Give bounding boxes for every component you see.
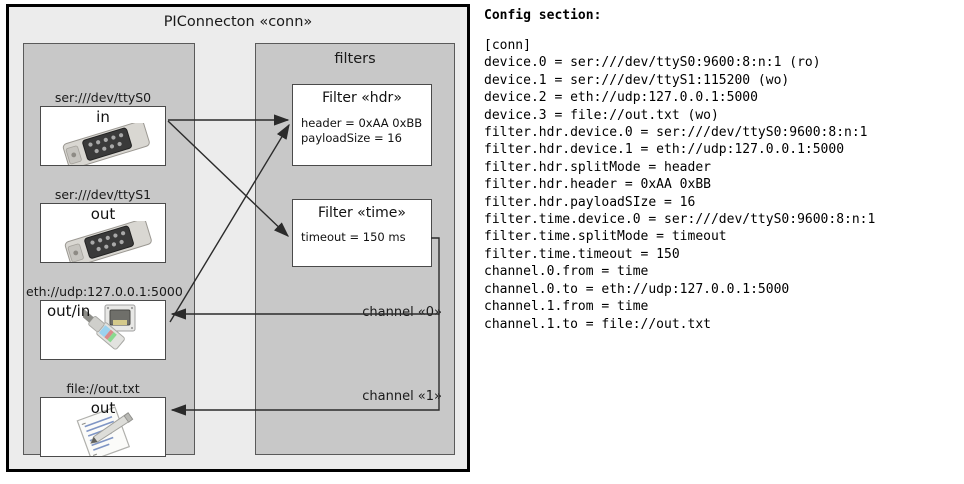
device-ttyS0-direction: in (96, 108, 110, 126)
filter-hdr-prop-payloadsize: payloadSize = 16 (301, 131, 402, 145)
filters-panel-title: filters (334, 51, 376, 67)
device-eth-label: eth://udp:127.0.0.1:5000 (26, 284, 183, 299)
page-title: PIConnecton «conn» (163, 14, 313, 30)
filters-panel: filters Filter «hdr» header = 0xAA 0xBB … (255, 43, 455, 455)
device-file-label: file://out.txt (66, 381, 140, 396)
config-section-text: [conn] device.0 = ser:///dev/ttyS0:9600:… (484, 38, 876, 332)
serial-port-icon (64, 221, 152, 262)
device-file-box[interactable]: out (40, 397, 166, 457)
device-ttyS1-label: ser:///dev/ttyS1 (54, 187, 152, 202)
device-eth-box[interactable]: out/in (40, 300, 166, 360)
filter-time-prop-timeout: timeout = 150 ms (301, 230, 406, 244)
device-ttyS0-label: ser:///dev/ttyS0 (54, 90, 152, 105)
channel-1-label: channel «1» (362, 389, 442, 404)
config-section-heading: Config section: (484, 8, 602, 23)
device-eth-direction: out/in (47, 302, 91, 320)
config-section: Config section: [conn] device.0 = ser://… (484, 8, 956, 333)
serial-port-icon (62, 123, 150, 165)
device-ttyS0[interactable]: ser:///dev/ttyS0 in (40, 90, 166, 166)
diagram-frame: PIConnecton «conn» ser:///dev/ttyS0 in (6, 4, 470, 472)
filter-hdr-box[interactable]: Filter «hdr» header = 0xAA 0xBB payloadS… (292, 84, 432, 166)
device-ttyS1[interactable]: ser:///dev/ttyS1 out (40, 187, 166, 263)
device-ttyS1-box[interactable]: out (40, 203, 166, 263)
device-file[interactable]: file://out.txt out (40, 381, 166, 457)
filter-hdr-props: header = 0xAA 0xBB payloadSize = 16 (301, 116, 431, 146)
filter-time-props: timeout = 150 ms (301, 230, 431, 245)
filter-time-title: Filter «time» (318, 205, 406, 221)
device-file-direction: out (90, 399, 116, 417)
filter-time-box[interactable]: Filter «time» timeout = 150 ms (292, 199, 432, 267)
ethernet-plug-icon (83, 304, 136, 350)
device-ttyS1-direction: out (90, 205, 116, 223)
filter-hdr-title: Filter «hdr» (322, 90, 402, 106)
device-ttyS0-box[interactable]: in (40, 106, 166, 166)
devices-panel: ser:///dev/ttyS0 in (23, 43, 195, 457)
device-eth[interactable]: eth://udp:127.0.0.1:5000 out/in (26, 284, 183, 360)
text-file-icon (76, 406, 134, 456)
filter-hdr-prop-header: header = 0xAA 0xBB (301, 116, 423, 130)
channel-0-label: channel «0» (362, 305, 442, 320)
